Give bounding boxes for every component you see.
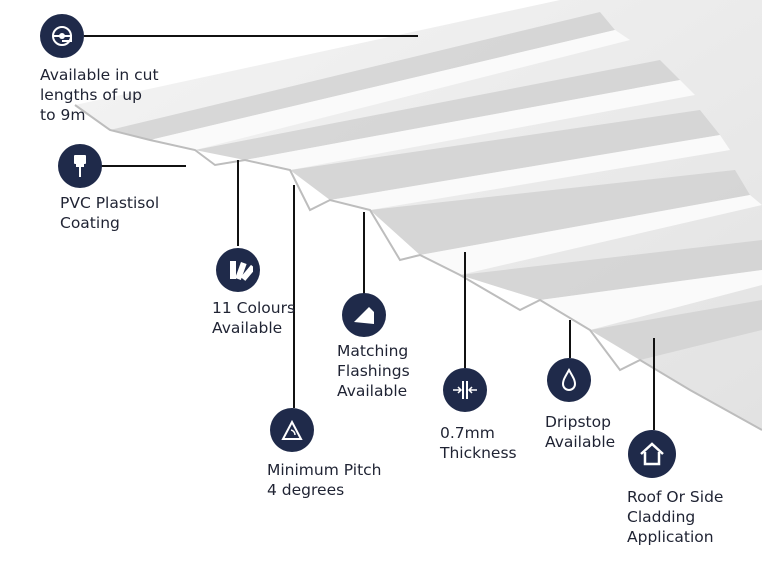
sheet-ridges <box>110 12 762 360</box>
house-icon <box>628 430 676 478</box>
colour-swatch-icon <box>216 248 260 292</box>
thickness-icon <box>443 368 487 412</box>
leader-lines <box>84 35 655 430</box>
sheet-highlights <box>150 30 762 330</box>
pitch-angle-icon <box>270 408 314 452</box>
flashing-icon <box>342 293 386 337</box>
sheet-profile-edge <box>74 104 762 431</box>
paint-brush-icon <box>58 144 102 188</box>
water-drop-icon <box>547 358 591 402</box>
tape-measure-icon <box>40 14 84 58</box>
